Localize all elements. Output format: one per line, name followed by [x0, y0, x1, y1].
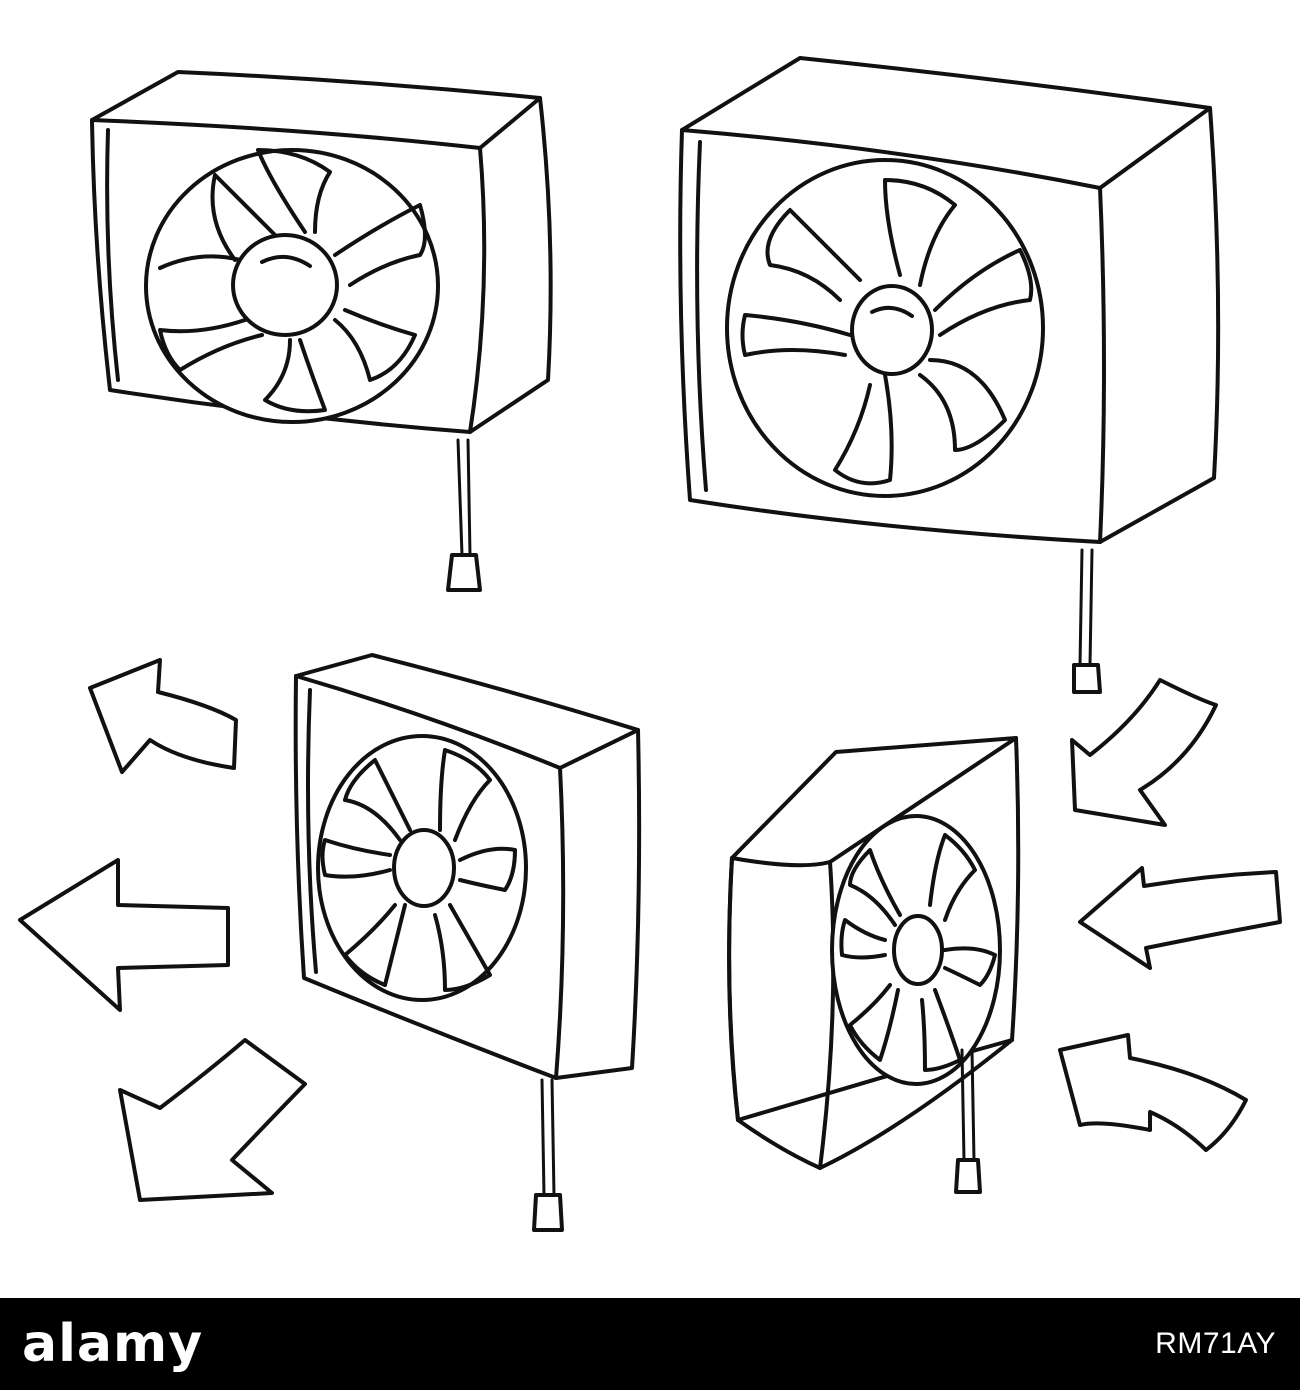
fan-blades — [320, 748, 517, 992]
arrow-left — [1058, 1033, 1248, 1152]
exhaust-fan-top-right — [678, 56, 1221, 694]
arrow-up-left — [88, 658, 238, 774]
arrows-left — [18, 658, 307, 1202]
exhaust-fan-top-left — [90, 70, 553, 592]
arrows-right — [1058, 678, 1282, 1152]
fan-blades — [839, 833, 997, 1072]
brand-logo: alamy — [22, 1314, 204, 1374]
arrow-down-left — [1070, 678, 1218, 827]
arrow-down-left — [118, 1038, 307, 1202]
fan-illustration — [18, 56, 1282, 1232]
exhaust-fan-middle-left — [293, 653, 642, 1232]
arrow-left — [18, 858, 230, 1012]
arrow-left — [1078, 866, 1282, 970]
watermark-footer: alamy RM71AY — [0, 1298, 1300, 1390]
exhaust-fan-middle-right — [727, 736, 1021, 1194]
fan-blades — [740, 178, 1034, 486]
fan-blades — [158, 148, 427, 414]
image-id-label: RM71AY — [1155, 1327, 1276, 1360]
